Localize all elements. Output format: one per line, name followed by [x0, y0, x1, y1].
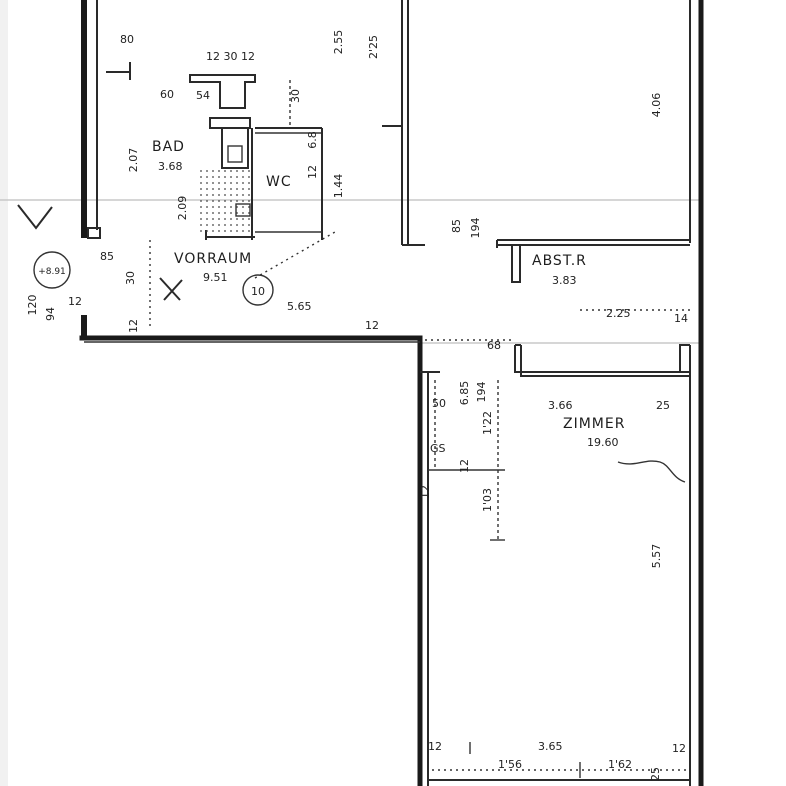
- dimension-label-vertical: 194: [475, 382, 488, 403]
- dimension-label-vertical: 25: [649, 767, 662, 781]
- zimmer-scribble-mark: [617, 460, 686, 483]
- dimension-label-vertical: 2.09: [176, 196, 189, 221]
- dimension-label-vertical: 4.06: [650, 93, 663, 118]
- dimension-label: 12: [428, 740, 442, 753]
- dimension-label: 1'62: [608, 758, 632, 771]
- dimension-label: 60: [160, 88, 174, 101]
- scan-edge-shadow: [0, 0, 8, 786]
- dimension-label: 12: [365, 319, 379, 332]
- dimension-label: 12: [672, 742, 686, 755]
- north-arrow-mark: [17, 204, 53, 230]
- dimension-label: 5.65: [287, 300, 312, 313]
- dimension-label-vertical: 12: [306, 165, 319, 179]
- bad-tiled-floor: [200, 170, 252, 232]
- wall-abstr-left: [511, 245, 521, 283]
- room-number-vorraum: 10: [251, 285, 265, 298]
- room-label-abstr: ABST.R: [532, 253, 587, 269]
- dimension-label: 2.25: [606, 307, 631, 320]
- room-area-zimmer: 19.60: [587, 436, 619, 449]
- dimension-label-vertical: 120: [26, 295, 39, 316]
- level-marker-label: +8.91: [38, 267, 66, 277]
- door-cross-mark-a: [159, 277, 181, 301]
- dimension-label: 12: [68, 295, 82, 308]
- dimension-label-vertical: 194: [469, 218, 482, 239]
- dimension-label: 12 30 12: [206, 50, 255, 63]
- bad-shaft-middle: [209, 117, 251, 129]
- dimension-label: 14: [674, 312, 688, 325]
- dimension-label: 85: [100, 250, 114, 263]
- wall-zimmer-top-outer: [514, 345, 690, 373]
- dimension-label: 80: [120, 33, 134, 46]
- level-marker-circle: [33, 251, 71, 289]
- dimension-label: 3.66: [548, 399, 573, 412]
- dimension-label-vertical: 94: [44, 307, 57, 321]
- room-area-bad: 3.68: [158, 160, 183, 173]
- dimension-label-vertical: 85: [450, 219, 463, 233]
- dimension-label-vertical: 2.55: [332, 30, 345, 55]
- dimension-label-vertical: 1'22: [481, 411, 494, 435]
- door-cross-mark-b: [163, 279, 183, 301]
- wall-niche-top-left: [106, 62, 131, 80]
- diagonal-dimension-vorraum: [254, 231, 336, 279]
- dimension-label: 25: [656, 399, 670, 412]
- dimension-label: 1'56: [498, 758, 522, 771]
- room-label-wc: WC: [266, 174, 292, 190]
- dimension-label-vertical: 5.57: [650, 544, 663, 569]
- dimension-label-vertical: 1.44: [332, 174, 345, 199]
- bad-shaft-top: [189, 74, 256, 109]
- dimension-label-vertical: 30: [289, 89, 302, 103]
- dimension-label-vertical: 6.85: [458, 381, 471, 406]
- room-number-circle: [242, 274, 274, 306]
- dimension-label: 54: [196, 89, 210, 102]
- room-area-vorraum: 9.51: [203, 271, 228, 284]
- dimension-label-vertical: 12: [458, 459, 471, 473]
- dimension-label-vertical: 6.8: [306, 131, 319, 149]
- wall-zimmer-top-inner: [520, 345, 690, 377]
- dimension-label-vertical: 2.07: [127, 148, 140, 173]
- dimension-label-vertical: 12: [419, 485, 432, 499]
- dimension-label-vertical: 2'25: [367, 35, 380, 59]
- dimension-label-vertical: 1'03: [481, 488, 494, 512]
- dimension-label-vertical: 30: [124, 271, 137, 285]
- dimension-label: 68: [487, 339, 501, 352]
- wall-zimmer-right-stub: [679, 344, 690, 372]
- wall-left-end-cap: [87, 227, 101, 239]
- room-label-zimmer: ZIMMER: [563, 416, 625, 432]
- dimension-label: 50: [432, 397, 446, 410]
- room-label-vorraum: VORRAUM: [174, 251, 252, 267]
- room-area-abstr: 3.83: [552, 274, 577, 287]
- room-label-bad: BAD: [152, 139, 185, 155]
- bad-shaft-inner: [227, 145, 243, 163]
- dimension-label: 3.65: [538, 740, 563, 753]
- bad-shaft-box: [221, 127, 249, 169]
- label-gs: GS: [430, 442, 446, 455]
- dimension-label-vertical: 12: [127, 319, 140, 333]
